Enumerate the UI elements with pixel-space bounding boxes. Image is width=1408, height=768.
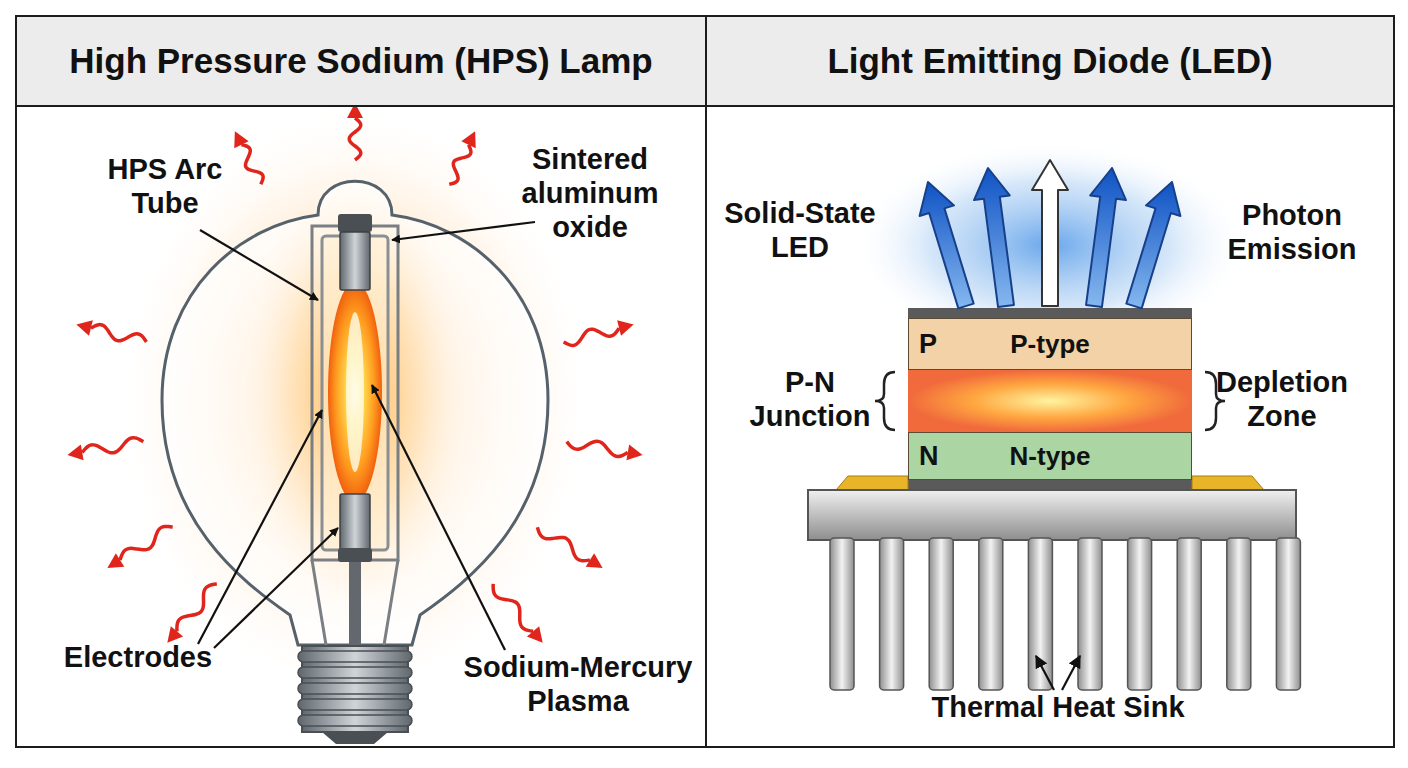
heat-ray [564,320,634,345]
plasma [328,282,382,502]
lamp-panel: High Pressure Sodium (HPS) Lamp [15,15,707,748]
bulb-fill [162,181,548,645]
heat-ray-head [107,553,124,568]
heat-ray-line [241,145,263,185]
heat-sink-fin [830,538,854,690]
screw-thread [298,667,412,678]
leader-line [1036,656,1054,690]
glass-bulb [162,181,548,645]
heat-ray [76,320,146,342]
leader-line [198,410,322,644]
heat-ray-line [564,328,619,345]
support-wire [312,560,398,645]
screw-thread [298,683,412,694]
heat-ray [67,438,143,461]
electrode [340,232,370,290]
photon-arrow [974,168,1014,307]
photon-arrow [1032,160,1068,306]
leader-line [1062,656,1080,690]
heat-sink-fin [979,538,1003,690]
leader-line [372,385,505,650]
heat-sink-base [808,490,1296,540]
heat-ray-line [449,145,471,185]
part-label: Sodium-Mercury Plasma [456,650,701,718]
heat-ray [493,584,543,643]
panel-heading: Light Emitting Diode (LED) [707,17,1393,107]
heat-ray [347,103,363,160]
heat-sink-fin [1276,538,1300,690]
heat-ray [567,441,643,460]
panel-heading: High Pressure Sodium (HPS) Lamp [17,17,705,107]
electrode-cap [338,548,372,562]
solder-pad [1192,476,1264,490]
heat-sink-fin [929,538,953,690]
support-frame [312,226,398,560]
layer-name: N-type [909,441,1191,472]
part-label: Depletion Zone [1207,365,1357,433]
heat-ray-line [91,325,146,342]
heat-ray-head [617,320,633,336]
heat-ray [167,584,216,643]
heat-ray [537,527,602,568]
heat-ray-line [177,584,217,631]
heat-sink-fin [1227,538,1251,690]
layer-letter: P [919,329,937,360]
heat-sink-fin [880,538,904,690]
heat-ray-line [537,527,590,561]
leader-line [392,222,535,240]
heat-ray-head [626,445,642,461]
heat-ray [234,131,263,184]
heat-sink-fin [1078,538,1102,690]
leader-line [200,230,318,300]
bottom-contact [908,480,1192,490]
layer-name: P-type [909,329,1191,360]
depletion-zone [908,370,1192,432]
heat-sink-fin [1128,538,1152,690]
part-label: P-N Junction [743,365,878,433]
screw-thread [298,651,412,662]
heat-ray-line [567,441,628,456]
part-label: Thermal Heat Sink [898,690,1218,724]
part-label: Solid-State LED [715,196,885,264]
plasma-core [346,312,364,472]
heat-ray-head [234,131,248,148]
photon-arrow [1126,182,1180,308]
heat-ray-head [67,445,83,461]
leader-line [214,528,338,648]
electrode-stem [349,562,361,646]
heat-ray-line [82,438,143,453]
screw-thread [298,715,412,726]
part-label: Electrodes [48,640,228,674]
part-label: HPS Arc Tube [98,152,233,220]
photon-arrow [1086,168,1126,307]
layer-letter: N [919,441,939,472]
heat-ray-line [349,118,361,160]
solder-pad [836,476,908,490]
heat-ray-head [167,626,183,643]
top-contact [908,308,1192,318]
p-type-layer: PP-type [908,318,1192,370]
part-label: Sintered aluminum oxide [515,142,665,245]
heat-sink-fin [1177,538,1201,690]
screw-thread [298,699,412,710]
heat-ray-head [461,131,475,148]
heat-ray-line [493,584,533,631]
heat-ray-head [527,626,543,643]
heat-sink-fin [1028,538,1052,690]
heat-ray [107,526,172,568]
electrode [340,494,370,550]
base-contact [322,732,388,744]
bracket [875,372,895,430]
heat-ray-head [586,553,603,568]
part-label: Photon Emission [1217,198,1367,266]
n-type-layer: NN-type [908,432,1192,480]
heat-ray-line [120,526,173,560]
heat-ray [449,131,475,184]
electrode-cap [338,214,372,232]
photon-arrow [920,182,974,308]
heat-ray-head [76,320,92,336]
